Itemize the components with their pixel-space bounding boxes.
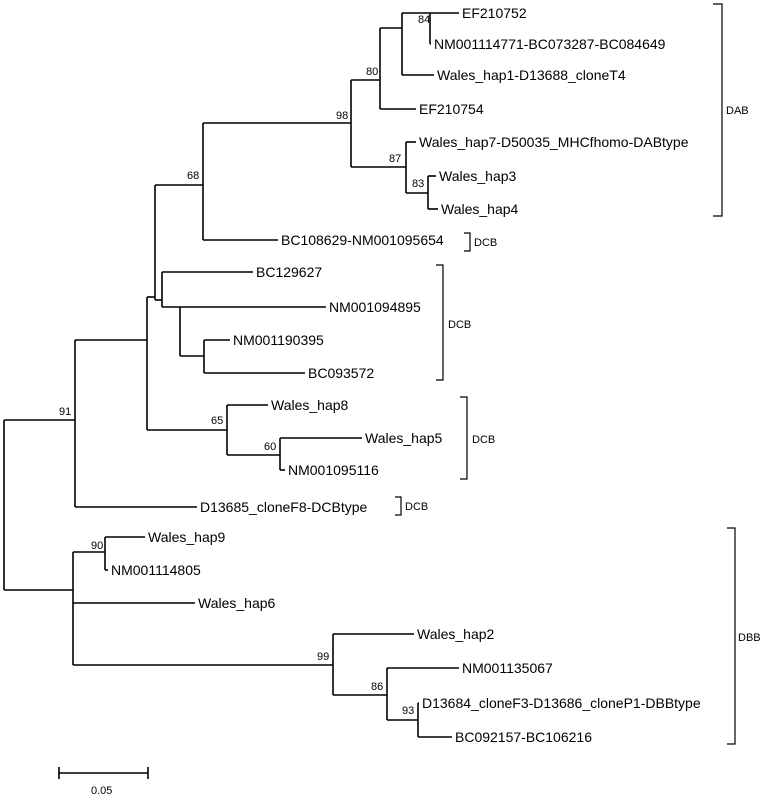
taxon-label: NM001190395 [233, 332, 324, 348]
bootstrap-value: 84 [418, 14, 430, 26]
bracket-dcb-1 [464, 232, 471, 252]
bootstrap-value: 60 [264, 441, 276, 453]
taxon-label: NM001114771-BC073287-BC084649 [434, 36, 666, 52]
bracket-dcb-4 [395, 496, 402, 516]
taxon-label: NM001135067 [462, 660, 553, 676]
taxon-label: BC093572 [308, 365, 374, 381]
taxon-label: EF210752 [462, 5, 527, 21]
taxon-label: BC092157-BC106216 [455, 729, 592, 745]
clade-label-dcb-3: DCB [472, 434, 495, 446]
tree-branches [3, 12, 459, 738]
bracket-dab [713, 3, 723, 217]
taxon-label: EF210754 [419, 101, 484, 117]
taxon-label: Wales_hap5 [365, 430, 443, 446]
taxon-label: NM001114805 [111, 562, 201, 578]
taxon-labels: EF210752 NM001114771-BC073287-BC084649 W… [111, 5, 701, 745]
taxon-label: Wales_hap9 [148, 529, 226, 545]
taxon-label: BC129627 [256, 264, 322, 280]
bootstrap-value: 98 [336, 110, 348, 122]
bootstrap-value: 86 [371, 681, 383, 693]
taxon-label: D13684_cloneF3-D13686_cloneP1-DBBtype [422, 695, 701, 711]
scale-bar: 0.05 [58, 767, 149, 795]
clade-label-dcb-2: DCB [448, 319, 471, 331]
bootstrap-value: 87 [389, 153, 401, 165]
bracket-dcb-3 [460, 396, 468, 480]
bracket-dcb-2 [436, 264, 444, 381]
clade-label-dcb-1: DCB [474, 237, 497, 249]
scale-bar-line [58, 767, 149, 779]
bootstrap-value: 91 [59, 406, 71, 418]
clade-label-dbb: DBB [738, 632, 761, 644]
bootstrap-value: 80 [366, 66, 378, 78]
bootstrap-value: 93 [402, 705, 414, 717]
taxon-label: Wales_hap7-D50035_MHCfhomo-DABtype [419, 134, 689, 150]
bootstrap-value: 99 [317, 651, 329, 663]
taxon-label: BC108629-NM001095654 [281, 232, 444, 248]
taxon-label: Wales_hap8 [271, 397, 349, 413]
taxon-label: NM001095116 [288, 462, 379, 478]
clade-label-dcb-4: DCB [405, 501, 428, 513]
bootstrap-value: 83 [412, 178, 424, 190]
taxon-label: Wales_hap6 [198, 595, 276, 611]
taxon-label: NM001094895 [329, 299, 421, 315]
taxon-label: Wales_hap1-D13688_cloneT4 [437, 67, 626, 83]
taxon-label: D13685_cloneF8-DCBtype [200, 499, 368, 515]
taxon-label: Wales_hap4 [441, 201, 519, 217]
bootstrap-values: 84 80 98 87 83 68 65 60 91 90 99 86 93 [59, 14, 430, 717]
bracket-dbb [727, 527, 736, 745]
clade-brackets: DAB DCB DCB DCB DCB DBB [395, 3, 761, 745]
taxon-label: Wales_hap2 [417, 626, 495, 642]
bootstrap-value: 90 [91, 540, 103, 552]
scale-bar-label: 0.05 [91, 785, 112, 795]
bootstrap-value: 68 [187, 170, 199, 182]
taxon-label: Wales_hap3 [439, 168, 517, 184]
bootstrap-value: 65 [211, 415, 223, 427]
clade-label-dab: DAB [726, 105, 749, 117]
